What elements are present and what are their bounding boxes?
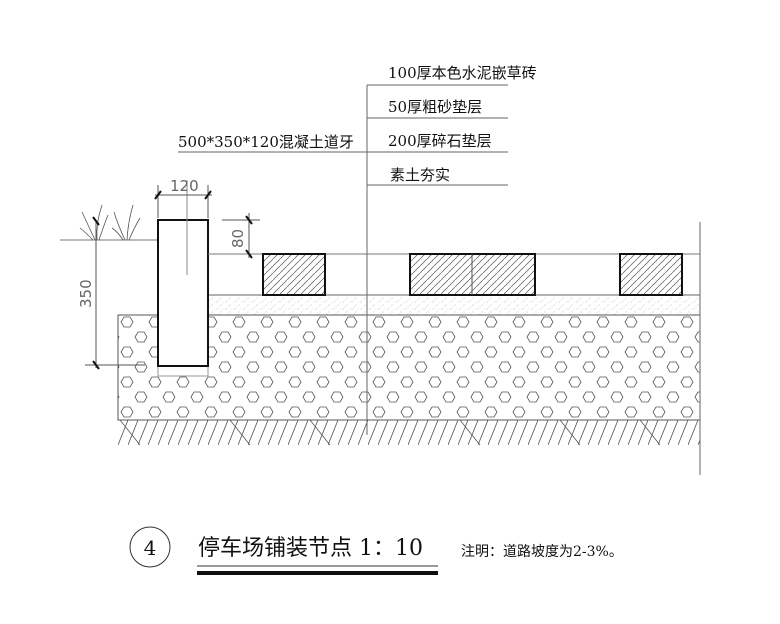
grass-icon [79, 204, 141, 241]
slope-note: 注明：道路坡度为2-3%。 [461, 544, 623, 560]
layer-leader-lines [178, 84, 508, 435]
layer-label-pavers: 100厚本色水泥嵌草砖 [388, 64, 537, 82]
curb-base [157, 365, 209, 377]
dimension-80-label: 80 [229, 229, 247, 248]
detail-number-circle [129, 526, 171, 568]
detail-title: 停车场铺装节点 1：10 [198, 536, 423, 561]
layer-label-sand: 50厚粗砂垫层 [388, 98, 482, 116]
grass-pavers [262, 253, 683, 296]
dimension-120 [154, 185, 212, 218]
gravel-layer [117, 314, 701, 421]
dimension-350-label: 350 [77, 279, 95, 308]
compacted-soil-layer [118, 419, 700, 446]
layer-label-gravel: 200厚碎石垫层 [388, 132, 492, 150]
layer-label-soil: 素土夯实 [390, 166, 450, 184]
detail-number: 4 [144, 536, 157, 560]
curb-label: 500*350*120混凝土道牙 [178, 133, 354, 151]
dimension-80 [222, 213, 260, 259]
sand-layer [208, 295, 700, 315]
dimension-350 [85, 216, 145, 370]
dimension-120-label: 120 [170, 177, 199, 195]
concrete-curb [157, 219, 209, 367]
